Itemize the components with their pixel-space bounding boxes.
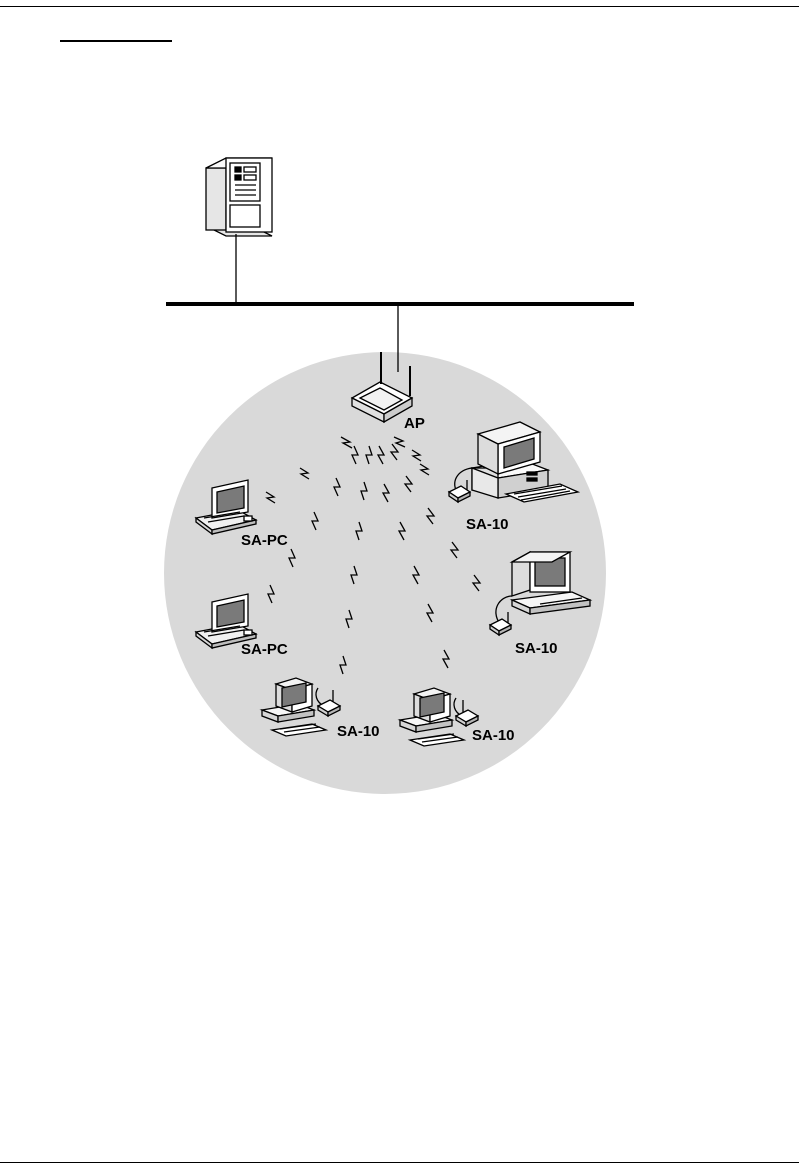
sa10-label-3: SA-10 [337, 723, 380, 740]
bottom-rule [0, 1162, 799, 1163]
sa-pc-label-1: SA-PC [241, 532, 288, 549]
ap-label: AP [404, 415, 425, 432]
sa-pc-label-2: SA-PC [241, 641, 288, 658]
sa10-label-2: SA-10 [515, 640, 558, 657]
sa10-label-1: SA-10 [466, 516, 509, 533]
server-icon [206, 158, 272, 236]
sa10-label-4: SA-10 [472, 727, 515, 744]
